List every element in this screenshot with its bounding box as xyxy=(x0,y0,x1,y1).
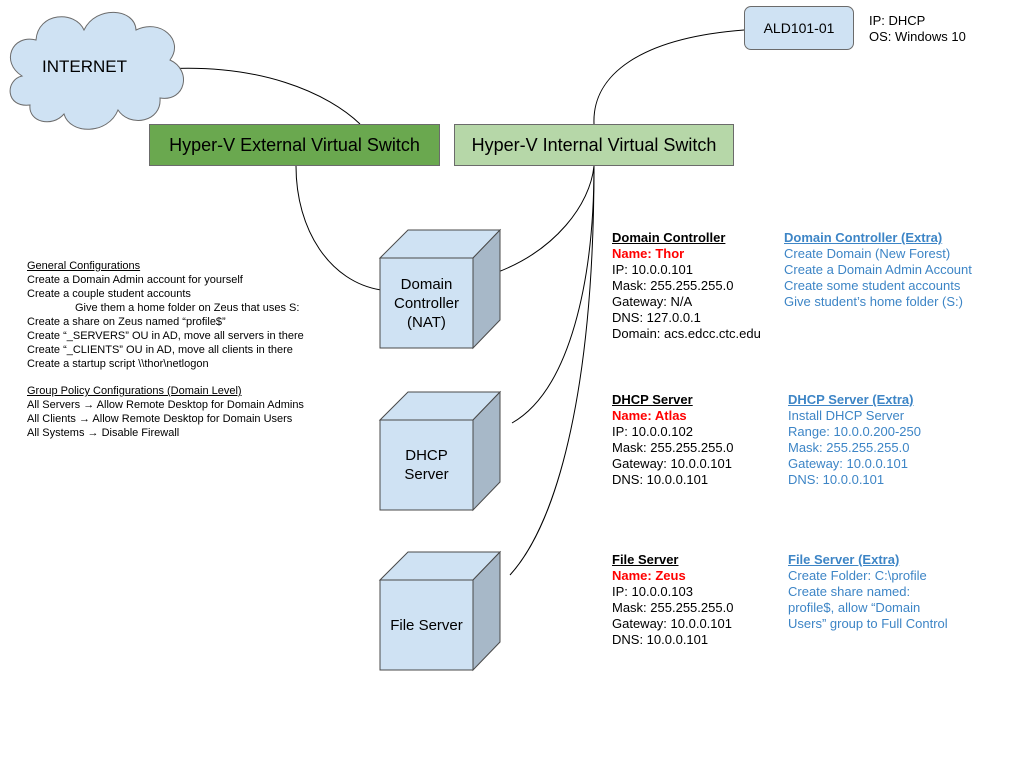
dc-extra-item: Create some student accounts xyxy=(784,278,961,293)
file-ip: IP: 10.0.0.103 xyxy=(612,584,693,599)
file-mask: Mask: 255.255.255.0 xyxy=(612,600,734,615)
file-dns: DNS: 10.0.0.101 xyxy=(612,632,709,647)
file-server-extra: File Server (Extra) Create Folder: C:\pr… xyxy=(788,552,948,632)
client-os: OS: Windows 10 xyxy=(869,29,966,44)
dhcp-server-info: DHCP Server Name: Atlas IP: 10.0.0.102 M… xyxy=(612,392,733,488)
external-virtual-switch[interactable]: Hyper-V External Virtual Switch xyxy=(149,124,440,166)
file-server-cube-icon[interactable] xyxy=(378,550,504,672)
link-internet-external xyxy=(149,67,361,125)
client-ald101-01[interactable]: ALD101-01 xyxy=(744,6,854,50)
dhcp-extra-item: Range: 10.0.0.200-250 xyxy=(788,424,921,439)
link-client-internal xyxy=(593,29,745,125)
domain-controller-cube-icon[interactable] xyxy=(378,228,504,350)
dc-gateway: Gateway: N/A xyxy=(612,294,693,309)
dc-mask: Mask: 255.255.255.0 xyxy=(612,278,734,293)
general-config-heading: General Configurations xyxy=(27,260,141,272)
internet-cloud-icon xyxy=(9,11,184,130)
dhcp-extra-title[interactable]: DHCP Server (Extra) xyxy=(788,392,914,407)
file-gateway: Gateway: 10.0.0.101 xyxy=(612,616,732,631)
dc-info-title: Domain Controller xyxy=(612,230,726,245)
dc-ip: IP: 10.0.0.101 xyxy=(612,262,693,277)
note-item: Create a share on Zeus named “profile$” xyxy=(27,316,226,328)
dhcp-extra-item: Install DHCP Server xyxy=(788,408,905,423)
link-internal-file xyxy=(509,165,595,576)
dc-extra-item: Give student’s home folder (S:) xyxy=(784,294,963,309)
dc-domain: Domain: acs.edcc.ctc.edu xyxy=(612,326,761,341)
dhcp-dns: DNS: 10.0.0.101 xyxy=(612,472,709,487)
note-item: Create “_SERVERS” OU in AD, move all ser… xyxy=(27,330,304,342)
file-server-info: File Server Name: Zeus IP: 10.0.0.103 Ma… xyxy=(612,552,733,648)
file-extra-item: Create Folder: C:\profile xyxy=(788,568,927,583)
file-server-label: File Server xyxy=(390,616,463,634)
dhcp-ip: IP: 10.0.0.102 xyxy=(612,424,693,439)
link-internal-dhcp xyxy=(511,165,595,424)
dhcp-mask: Mask: 255.255.255.0 xyxy=(612,440,734,455)
gp-item: All Systems → Disable Firewall xyxy=(27,427,180,439)
dhcp-extra-item: Mask: 255.255.255.0 xyxy=(788,440,910,455)
gp-item: All Clients → Allow Remote Desktop for D… xyxy=(27,413,293,425)
file-extra-item: Create share named: xyxy=(788,584,911,599)
client-ip: IP: DHCP xyxy=(869,13,926,28)
file-name: Name: Zeus xyxy=(612,568,686,583)
dhcp-server-extra: DHCP Server (Extra) Install DHCP Server … xyxy=(788,392,921,488)
dhcp-gateway: Gateway: 10.0.0.101 xyxy=(612,456,732,471)
dc-extra-item: Create a Domain Admin Account xyxy=(784,262,972,277)
internet-label: INTERNET xyxy=(42,57,127,76)
file-extra-title[interactable]: File Server (Extra) xyxy=(788,552,900,567)
file-extra-item: profile$, allow “Domain xyxy=(788,600,921,615)
note-item: Create a startup script \\thor\netlogon xyxy=(27,358,209,370)
note-item: Create a Domain Admin account for yourse… xyxy=(27,274,243,286)
file-extra-item: Users” group to Full Control xyxy=(788,616,948,631)
note-item: Create “_CLIENTS” OU in AD, move all cli… xyxy=(27,344,293,356)
client-info: IP: DHCP OS: Windows 10 xyxy=(869,13,966,45)
dhcp-name: Name: Atlas xyxy=(612,408,687,423)
dc-extra-title[interactable]: Domain Controller (Extra) xyxy=(784,230,943,245)
note-item: Create a couple student accounts xyxy=(27,288,191,300)
link-external-dc xyxy=(295,165,382,291)
link-internal-dc xyxy=(497,165,595,273)
configuration-notes: General Configurations Create a Domain A… xyxy=(27,259,304,440)
domain-controller-label: Domain Controller (NAT) xyxy=(393,275,460,331)
domain-controller-extra: Domain Controller (Extra) Create Domain … xyxy=(784,230,972,310)
file-info-title: File Server xyxy=(612,552,679,567)
dc-dns: DNS: 127.0.0.1 xyxy=(612,310,701,325)
dhcp-server-cube-icon[interactable] xyxy=(378,390,504,512)
dhcp-server-label: DHCP Server xyxy=(404,447,449,483)
dhcp-info-title: DHCP Server xyxy=(612,392,693,407)
domain-controller-info: Domain Controller Name: Thor IP: 10.0.0.… xyxy=(612,230,761,342)
group-policy-heading: Group Policy Configurations (Domain Leve… xyxy=(27,385,242,397)
dhcp-extra-item: DNS: 10.0.0.101 xyxy=(788,472,885,487)
note-item: Give them a home folder on Zeus that use… xyxy=(75,302,300,314)
dc-extra-item: Create Domain (New Forest) xyxy=(784,246,951,261)
dhcp-extra-item: Gateway: 10.0.0.101 xyxy=(788,456,908,471)
dc-name: Name: Thor xyxy=(612,246,685,261)
internal-virtual-switch[interactable]: Hyper-V Internal Virtual Switch xyxy=(454,124,734,166)
gp-item: All Servers → Allow Remote Desktop for D… xyxy=(27,399,304,411)
